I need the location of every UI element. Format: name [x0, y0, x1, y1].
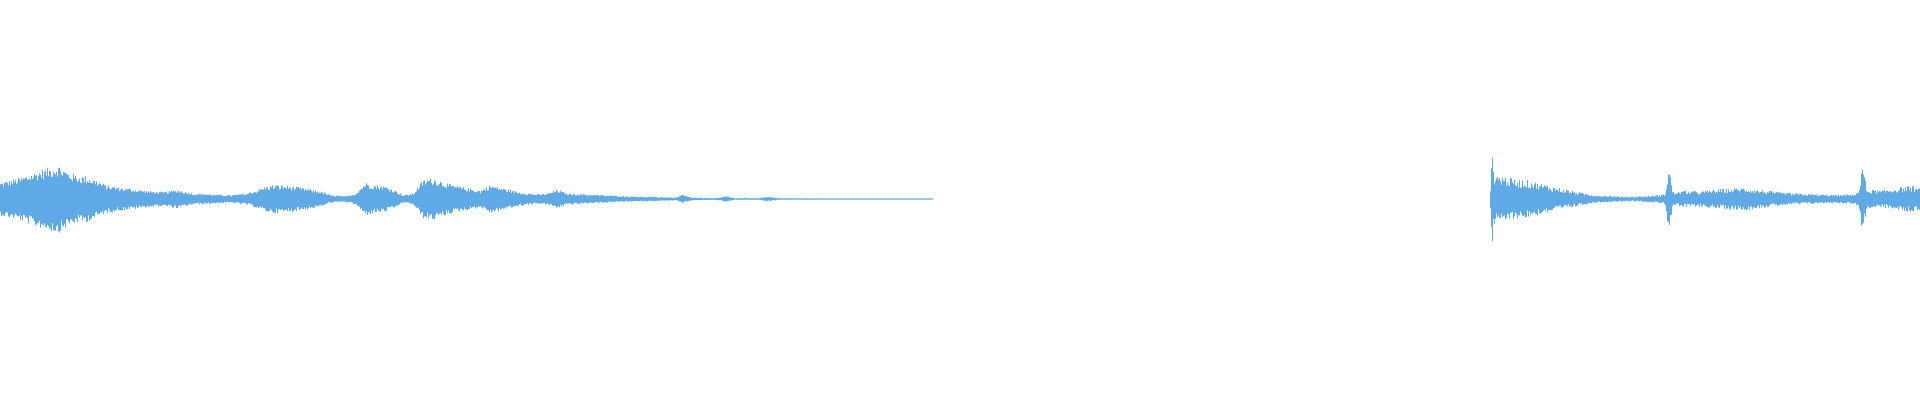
- waveform-segment-2: [1490, 157, 1920, 242]
- waveform-segment-1: [0, 167, 933, 233]
